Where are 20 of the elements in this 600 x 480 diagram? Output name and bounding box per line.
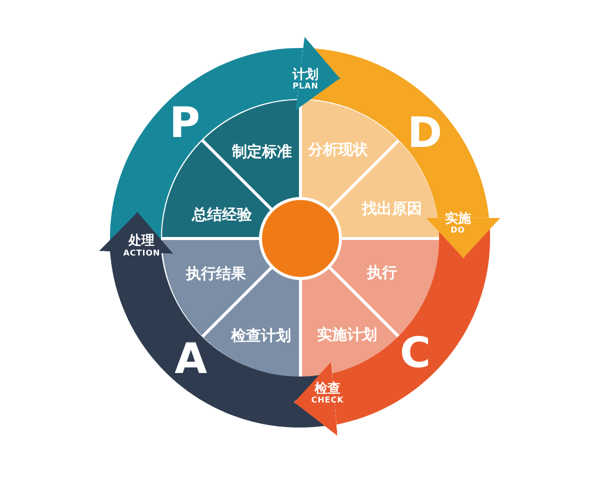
segment-label: 执行结果 xyxy=(186,266,246,282)
segment-label: 制定标准 xyxy=(232,144,292,160)
phase-letter: D xyxy=(407,112,442,154)
segment-label: 总结经验 xyxy=(192,207,252,222)
phase-letter: C xyxy=(400,332,431,374)
edge-label: 实施 DO xyxy=(444,212,471,236)
edge-label: 计划 PLAN xyxy=(292,68,319,92)
arrow xyxy=(99,212,174,254)
arrow xyxy=(294,362,338,436)
phase-letter: A xyxy=(174,338,208,380)
arrow xyxy=(296,36,340,110)
arrow xyxy=(426,218,500,258)
segment-label: 检查计划 xyxy=(230,328,291,344)
segment-label: 找出原因 xyxy=(362,201,422,216)
phase-letter: P xyxy=(169,102,200,144)
segment-label: 执行 xyxy=(367,266,397,280)
segment-label: 分析现状 xyxy=(308,142,368,158)
segment-label: 实施计划 xyxy=(317,328,377,342)
edge-label: 处理 ACTION xyxy=(123,234,160,258)
edge-label: 检查 CHECK xyxy=(311,382,344,406)
